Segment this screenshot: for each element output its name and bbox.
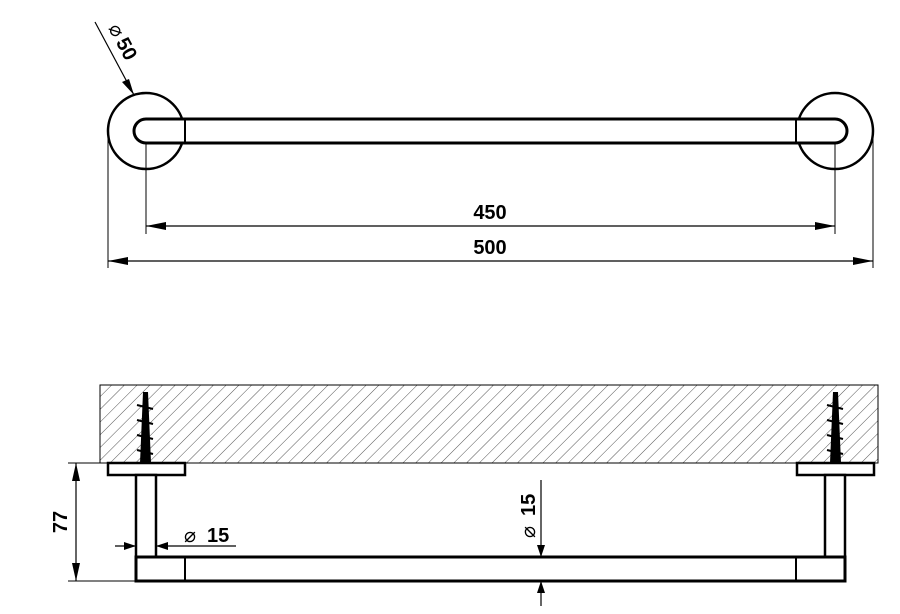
top-view: 450 500 ⌀ 50 <box>94 20 875 268</box>
diameter-symbol: ⌀ <box>518 526 540 538</box>
diameter-symbol: ⌀ <box>184 525 196 547</box>
dimension-500: 500 <box>108 237 873 265</box>
wall-section <box>99 384 879 464</box>
overall-length-label: 500 <box>473 237 506 259</box>
towel-bar-top <box>132 117 849 145</box>
center-distance-label: 450 <box>473 202 506 224</box>
dimension-450: 450 <box>146 202 835 230</box>
diameter-50-leader: ⌀ 50 <box>94 20 141 96</box>
right-screw <box>826 392 844 463</box>
dimension-77: 77 <box>50 462 136 582</box>
left-screw <box>136 392 154 463</box>
bar-diameter-dimension: ⌀ 15 <box>518 480 545 606</box>
left-mounting-plate <box>106 461 187 477</box>
side-view: 77 ⌀ 15 ⌀ 15 <box>50 384 879 606</box>
right-mounting-plate <box>795 461 876 477</box>
bar-diameter-label: 15 <box>518 494 540 516</box>
projection-label: 77 <box>50 511 72 533</box>
post-diameter-dimension: ⌀ 15 <box>115 525 236 550</box>
post-diameter-label: 15 <box>207 525 229 547</box>
towel-bar-side <box>134 555 847 583</box>
